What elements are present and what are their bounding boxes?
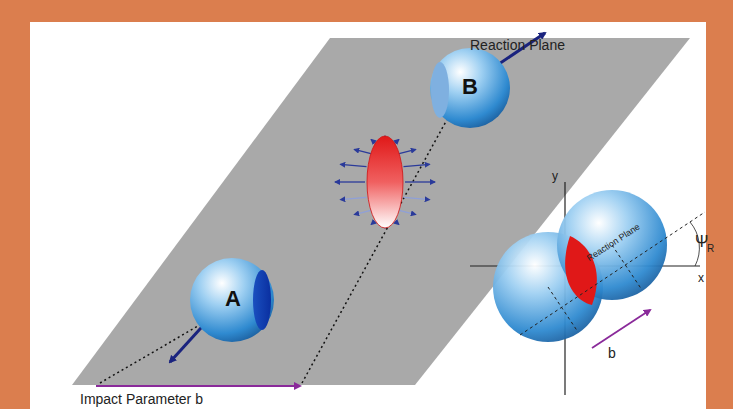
flow-arrow	[340, 197, 366, 199]
flow-arrow	[399, 210, 416, 214]
flow-arrow	[403, 164, 429, 166]
plane-title: Reaction Plane	[470, 38, 565, 52]
fireball	[367, 136, 403, 228]
flow-arrow	[403, 197, 429, 199]
axis-label: x	[698, 272, 704, 284]
inset	[470, 182, 705, 395]
flow-arrow	[405, 181, 435, 182]
flow-arrow	[399, 149, 416, 153]
angle-subscript: R	[707, 244, 714, 254]
angle-label: Ψ	[695, 234, 708, 250]
impact-label: b	[608, 346, 616, 360]
reaction-plane	[72, 38, 690, 385]
flow-arrow	[354, 210, 371, 214]
nucleus-label: B	[462, 76, 478, 98]
flow-arrow	[354, 149, 371, 153]
nucleus-a	[190, 258, 274, 342]
flow-arrow	[335, 181, 365, 182]
nucleus-b	[430, 48, 510, 128]
nucleus-label: A	[225, 288, 241, 310]
axis-title: Impact Parameter b	[80, 392, 203, 406]
axis-label: y	[552, 170, 558, 182]
flow-arrow	[340, 164, 366, 166]
